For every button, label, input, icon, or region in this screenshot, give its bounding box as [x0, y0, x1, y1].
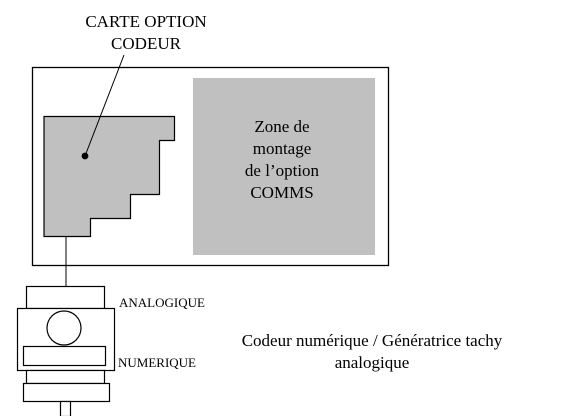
encoder-option-card [43, 115, 176, 238]
encoder-shaft [59, 400, 72, 416]
comms-zone-panel [193, 78, 375, 255]
encoder-base [25, 369, 106, 385]
encoder-device [16, 285, 116, 416]
comms-zone-line1: Zone de [254, 117, 309, 136]
analog-connector-label: ANALOGIQUE [119, 295, 205, 310]
card-option-label-line1: CARTE OPTION [85, 12, 206, 31]
comms-zone-line4: COMMS [250, 183, 313, 202]
card-option-label-line2: CODEUR [111, 34, 182, 53]
comms-zone-line2: montage [253, 139, 312, 158]
digital-connector-label: NUMERIQUE [118, 355, 196, 370]
analog-connector [25, 285, 106, 310]
device-caption-line2: analogique [335, 353, 410, 372]
device-caption-line1: Codeur numérique / Génératrice tachy [242, 331, 503, 350]
encoder-round-face [46, 310, 82, 346]
encoder-flange [22, 382, 111, 403]
card-callout-dot [81, 152, 89, 160]
comms-zone-line3: de l’option [245, 161, 320, 180]
card-callout-leader [84, 54, 125, 157]
digital-connector [22, 345, 107, 367]
